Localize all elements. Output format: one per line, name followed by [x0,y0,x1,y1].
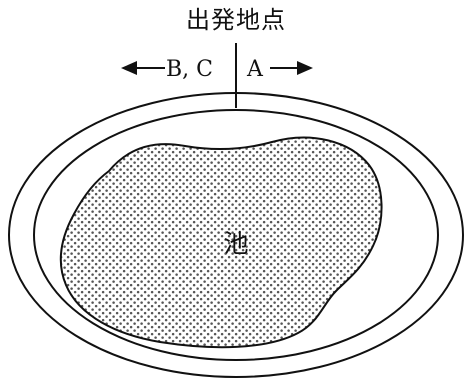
pond-area [59,136,383,349]
outer-path-ring [8,92,464,378]
direction-right-label: A [246,57,264,82]
right-arrow-head [297,61,313,75]
inner-path-ring [33,109,439,361]
start-point-label: 出発地点 [186,6,286,34]
direction-left-label: B, C [166,57,213,82]
pond-label: 池 [223,229,248,258]
left-arrow-head [121,61,137,75]
